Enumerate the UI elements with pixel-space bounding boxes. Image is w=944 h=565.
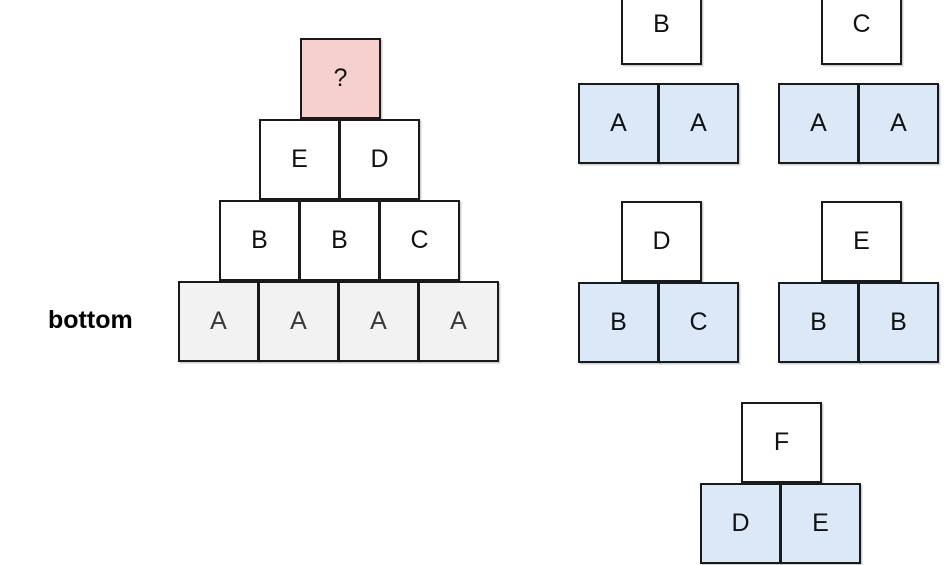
pyramid-block-bottom-row-4: A	[418, 281, 499, 362]
rule-2-output-block: C	[821, 0, 902, 65]
rule-5-input-block-2: E	[780, 483, 861, 564]
rule-3-input-block-2: C	[658, 282, 739, 363]
pyramid-block-bottom-row-2: A	[258, 281, 339, 362]
pyramid-block-row-3-3: C	[379, 200, 460, 281]
rule-1-output-block: B	[621, 0, 702, 65]
rule-3-input-block-1: B	[578, 282, 659, 363]
rule-2-input-block-2: A	[858, 83, 939, 164]
bottom-row-label: bottom	[48, 306, 133, 334]
rule-5-input-block-1: D	[700, 483, 781, 564]
rule-5-output-block: F	[741, 402, 822, 483]
pyramid-block-row-3-1: B	[219, 200, 300, 281]
pyramid-block-bottom-row-3: A	[338, 281, 419, 362]
pyramid-unknown-block[interactable]: ?	[300, 38, 381, 119]
rule-2-input-block-1: A	[778, 83, 859, 164]
pyramid-block-bottom-row-1: A	[178, 281, 259, 362]
rule-1-input-block-2: A	[658, 83, 739, 164]
rule-4-output-block: E	[821, 201, 902, 282]
rule-4-input-block-2: B	[858, 282, 939, 363]
rule-4-input-block-1: B	[778, 282, 859, 363]
rule-3-output-block: D	[621, 201, 702, 282]
pyramid-block-row-2-1: E	[259, 119, 340, 200]
rule-1-input-block-1: A	[578, 83, 659, 164]
pyramid-block-row-3-2: B	[299, 200, 380, 281]
pyramid-block-row-2-2: D	[339, 119, 420, 200]
